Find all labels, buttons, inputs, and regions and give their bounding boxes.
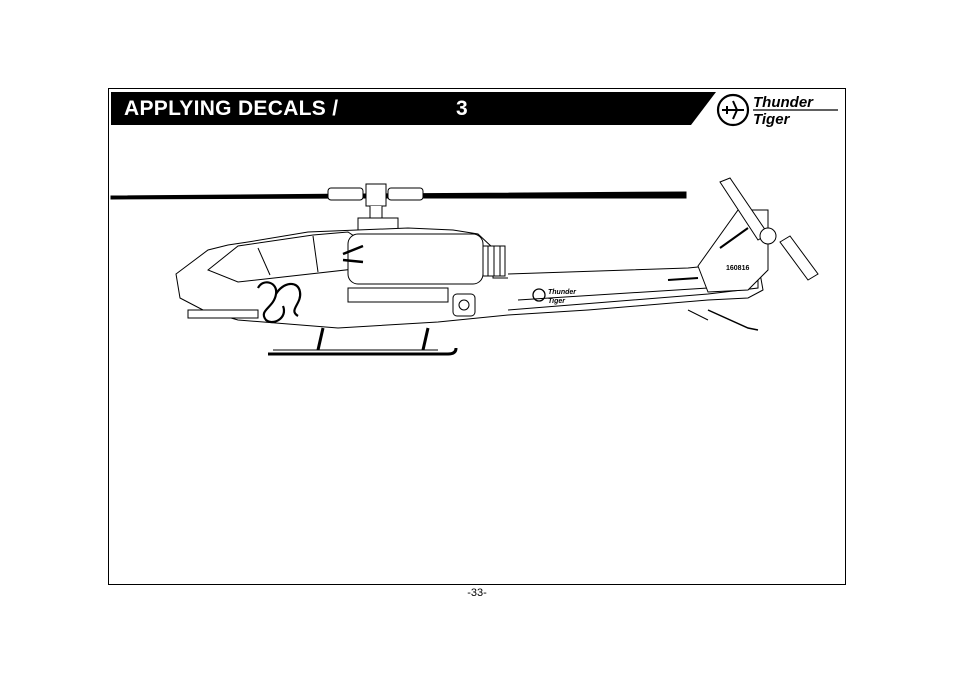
page-frame [108, 88, 846, 585]
step-number: 3 [456, 97, 468, 120]
header-background [111, 92, 716, 125]
fuselage-logo-line1: Thunder [548, 289, 577, 296]
thunder-tiger-logo: Thunder Tiger [716, 93, 838, 128]
helicopter-illustration: Thunder Tiger 160816 [110, 177, 819, 356]
logo-line1: Thunder [753, 94, 814, 111]
rotor-hub [365, 183, 387, 207]
landing-skid [268, 347, 458, 356]
logo-line2: Tiger [753, 111, 791, 128]
rotor-grip-right [387, 187, 424, 201]
page-title: APPLYING DECALS / [124, 97, 345, 120]
section-header: APPLYING DECALS / 3 [111, 92, 721, 125]
tail-number: 160816 [726, 265, 749, 272]
fuselage-logo: Thunder Tiger [532, 288, 577, 305]
tail-rotor-blade-lower [779, 235, 819, 281]
stub-wing [347, 287, 449, 303]
landing-gear-strut-rear [421, 327, 430, 351]
nose-gun [187, 309, 259, 319]
page-number: -33- [467, 587, 487, 599]
fuselage-logo-line2: Tiger [548, 298, 566, 305]
engine-cowling [347, 233, 484, 285]
rotor-grip-left [327, 187, 364, 201]
landing-gear-strut-front [316, 327, 325, 351]
tail-rotor-hub [759, 227, 777, 245]
